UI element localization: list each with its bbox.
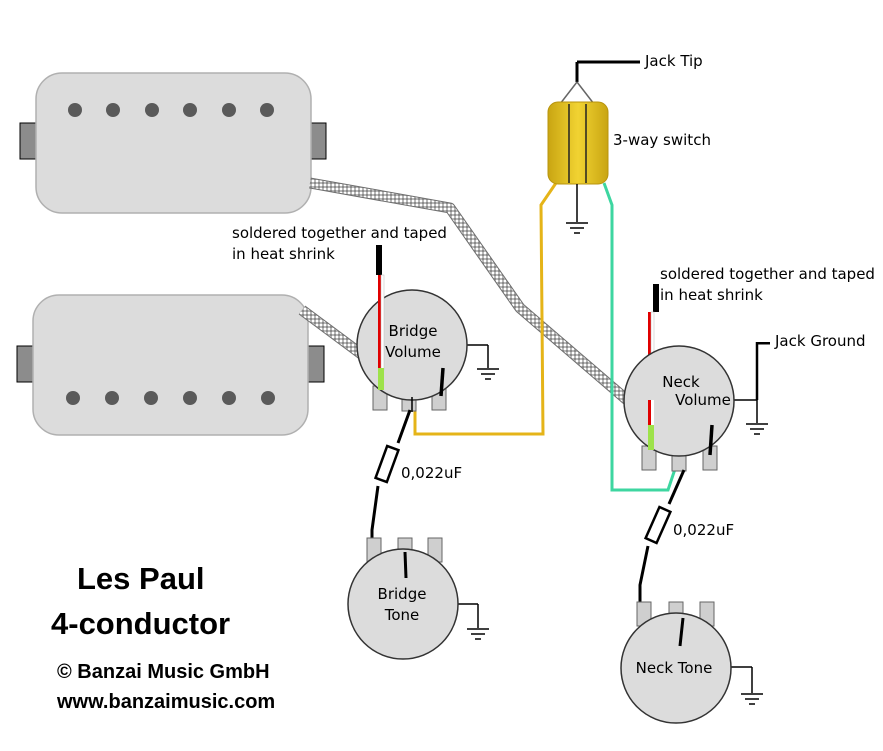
copyright-text: © Banzai Music GmbH	[57, 661, 270, 683]
bridge-tone-pot	[347, 537, 489, 660]
website-text: www.banzaimusic.com	[56, 691, 275, 713]
neck-solder-note-line2: in heat shrink	[660, 286, 763, 304]
bridge-tone-label-line1: Bridge	[378, 585, 427, 603]
neck-volume-pot	[623, 284, 770, 472]
yellow-switch-wire	[413, 182, 558, 436]
neck-tone-body	[620, 612, 732, 724]
neck-solder-note-line1: soldered together and taped	[660, 265, 875, 283]
bridge-solder-note-line2: in heat shrink	[232, 245, 335, 263]
bridge-tone-capacitor	[370, 409, 412, 540]
bridge-pickup	[16, 294, 325, 436]
neck-pickup	[19, 72, 327, 214]
three-way-switch	[547, 60, 640, 234]
neck-tone-pot	[620, 601, 763, 724]
neck-tone-ground-icon	[741, 693, 763, 705]
title-line1: Les Paul	[77, 561, 205, 596]
neck-pickup-body	[35, 72, 312, 214]
bridge-tone-body	[347, 548, 459, 660]
jack-tip-label: Jack Tip	[644, 52, 703, 70]
bridge-pickup-polepieces	[66, 391, 275, 405]
neck-pickup-cable	[309, 178, 651, 422]
bridge-volume-label-line2: Volume	[385, 343, 441, 361]
green-switch-wire	[602, 182, 680, 492]
neck-pickup-cable-outline	[309, 177, 652, 423]
neck-cap-value: 0,022uF	[673, 521, 734, 539]
bridge-hot-wire-red	[378, 275, 382, 370]
bridge-tape-green	[378, 368, 384, 390]
neck-volume-lug-middle	[671, 454, 687, 472]
bridge-hot-wire-black	[376, 245, 382, 275]
neck-tone-label: Neck Tone	[636, 659, 713, 677]
bridge-volume-pot	[356, 245, 499, 412]
bridge-cap-value: 0,022uF	[401, 464, 462, 482]
bridge-volume-label-line1: Bridge	[389, 322, 438, 340]
bridge-tone-label-line2: Tone	[384, 606, 420, 624]
title-line2: 4-conductor	[51, 606, 230, 641]
neck-pickup-polepieces	[68, 103, 274, 117]
neck-volume-label-line2: Volume	[675, 391, 731, 409]
switch-ground-icon	[566, 222, 588, 234]
neck-tone-capacitor	[638, 469, 686, 605]
bridge-solder-note-line1: soldered together and taped	[232, 224, 447, 242]
bridge-pickup-body	[32, 294, 309, 436]
jack-ground-label: Jack Ground	[774, 332, 866, 350]
neck-volume-ground-icon	[746, 423, 768, 435]
neck-tape-green	[648, 425, 654, 450]
bridge-volume-ground-icon	[477, 368, 499, 380]
bridge-tone-ground-icon	[467, 628, 489, 640]
switch-label: 3-way switch	[613, 131, 711, 149]
switch-body	[547, 101, 609, 185]
neck-volume-label-line1: Neck	[662, 373, 700, 391]
